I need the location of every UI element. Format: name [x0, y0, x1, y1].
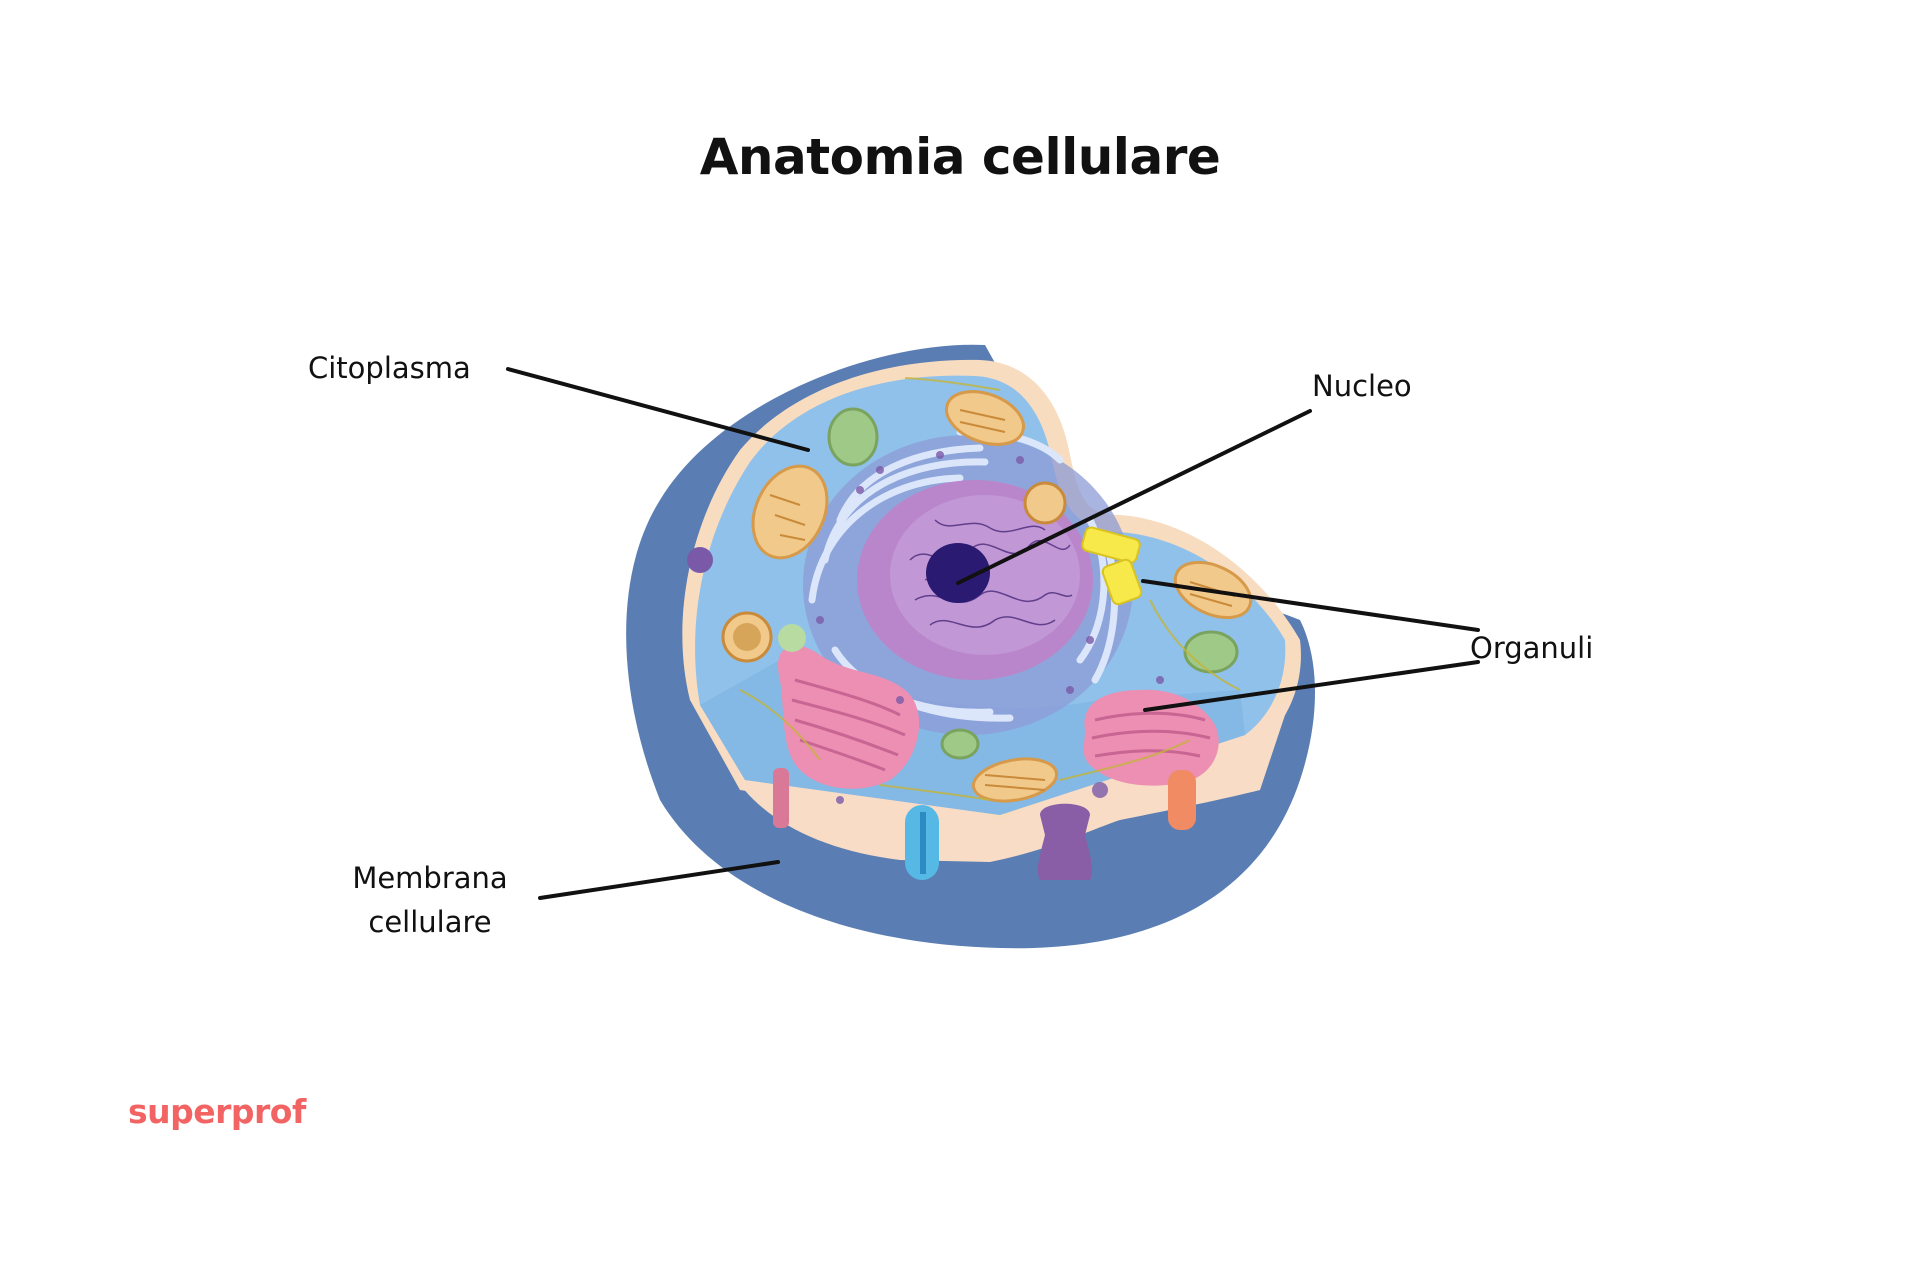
label-nucleo: Nucleo: [1312, 369, 1412, 403]
label-citoplasma: Citoplasma: [308, 351, 471, 385]
leader-organuli-upper: [1141, 579, 1480, 632]
ribosomes: [816, 451, 1164, 804]
label-membrana-line2: cellulare: [368, 905, 492, 939]
leader-lines: [506, 367, 1480, 900]
membrane-front: [700, 700, 1290, 862]
golgi-left: [778, 645, 920, 789]
label-membrana-line1: Membrana: [352, 861, 508, 895]
membrane-bump: [687, 547, 713, 573]
membrane-proteins: [773, 768, 1196, 880]
cytoskeleton: [739, 377, 1241, 801]
label-membrana-cellulare: Membrana cellulare: [320, 856, 540, 944]
vacuoles: [721, 407, 1239, 760]
centrioles: [1081, 526, 1143, 606]
leader-nucleo: [956, 409, 1312, 585]
label-organuli: Organuli: [1470, 631, 1594, 665]
brand-logo: superprof: [128, 1092, 306, 1131]
golgi-right: [1083, 689, 1219, 786]
nucleolus: [926, 543, 990, 603]
leader-citoplasma: [506, 367, 810, 452]
leader-organuli-lower: [1143, 660, 1480, 712]
page-title: Anatomia cellulare: [699, 128, 1221, 186]
leader-membrana: [538, 860, 780, 900]
